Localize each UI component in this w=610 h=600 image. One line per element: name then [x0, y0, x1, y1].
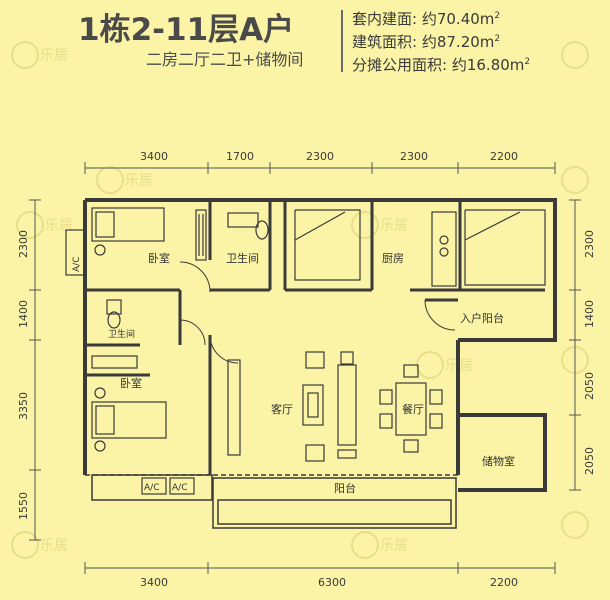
header-divider [341, 10, 343, 72]
bed-top [91, 207, 165, 256]
dim-top-1: 3400 [140, 150, 168, 163]
dim-top-3: 2300 [306, 150, 334, 163]
door-swings [179, 261, 456, 364]
kitchen-counter [431, 211, 457, 287]
dim-right-2: 1400 [583, 300, 596, 328]
interior-walls [85, 200, 545, 475]
svg-text:乐居: 乐居 [380, 538, 408, 554]
area-label: 套内建面: [352, 10, 418, 28]
room-bathroom-small: 卫生间 [108, 328, 135, 340]
ac-units [65, 229, 195, 495]
room-kitchen: 厨房 [382, 252, 404, 265]
room-balcony: 阳台 [334, 481, 356, 495]
dim-left-2: 1400 [17, 300, 30, 328]
area-row-shared: 分摊公用面积: 约16.80m2 [352, 56, 531, 74]
dining-table [379, 364, 443, 453]
ac-label-left: A/C [72, 257, 82, 272]
room-bedroom-top: 卧室 [148, 251, 170, 265]
dim-left-3: 3350 [17, 392, 30, 420]
dim-bottom-1: 3400 [140, 576, 168, 589]
area-value: 约87.20m [421, 33, 495, 51]
area-row-interior: 套内建面: 约70.40m2 [352, 10, 501, 28]
dim-bottom-2: 6300 [318, 576, 346, 589]
bed-bottom [91, 387, 167, 452]
page-title: 1栋2-11层A户 [78, 12, 295, 48]
ac-label-bottom-2: A/C [172, 483, 187, 493]
dim-top-4: 2300 [400, 150, 428, 163]
room-bathroom-main: 卫生间 [226, 251, 259, 265]
area-info-list: 套内建面: 约70.40m2 建筑面积: 约87.20m2 分摊公用面积: 约1… [352, 6, 530, 75]
utility-shafts [294, 209, 546, 286]
room-storage: 储物室 [482, 454, 515, 468]
svg-text:乐居: 乐居 [125, 173, 153, 189]
dim-top-5: 2200 [490, 150, 518, 163]
unit-layout-subtitle: 二房二厅二卫+储物间 [146, 50, 304, 69]
area-label: 分摊公用面积: [352, 56, 448, 74]
dim-right-4: 2050 [583, 447, 596, 475]
dim-right-1: 2300 [583, 230, 596, 258]
dim-right-3: 2050 [583, 372, 596, 400]
dim-bottom-3: 2200 [490, 576, 518, 589]
dim-top-2: 1700 [226, 150, 254, 163]
dim-left-1: 2300 [17, 230, 30, 258]
area-label: 建筑面积: [352, 33, 418, 51]
dim-left-4: 1550 [17, 492, 30, 520]
wardrobe [91, 209, 207, 369]
bathroom-fixtures [106, 212, 269, 329]
area-row-building: 建筑面积: 约87.20m2 [352, 33, 501, 51]
exterior-walls [83, 198, 557, 492]
ac-label-bottom-1: A/C [144, 483, 159, 493]
area-value: 约70.40m [421, 10, 495, 28]
dimension-lines [29, 162, 581, 574]
area-value: 约16.80m [451, 56, 525, 74]
living-furniture [227, 351, 357, 462]
svg-text:乐居: 乐居 [40, 48, 68, 64]
balcony-outline [85, 474, 458, 529]
room-bedroom-bottom: 卧室 [120, 376, 142, 390]
room-dining: 餐厅 [402, 402, 424, 416]
svg-text:乐居: 乐居 [380, 218, 408, 234]
svg-text:乐居: 乐居 [40, 538, 68, 554]
room-living: 客厅 [271, 402, 293, 416]
room-entry-balcony: 入户阳台 [460, 311, 504, 325]
